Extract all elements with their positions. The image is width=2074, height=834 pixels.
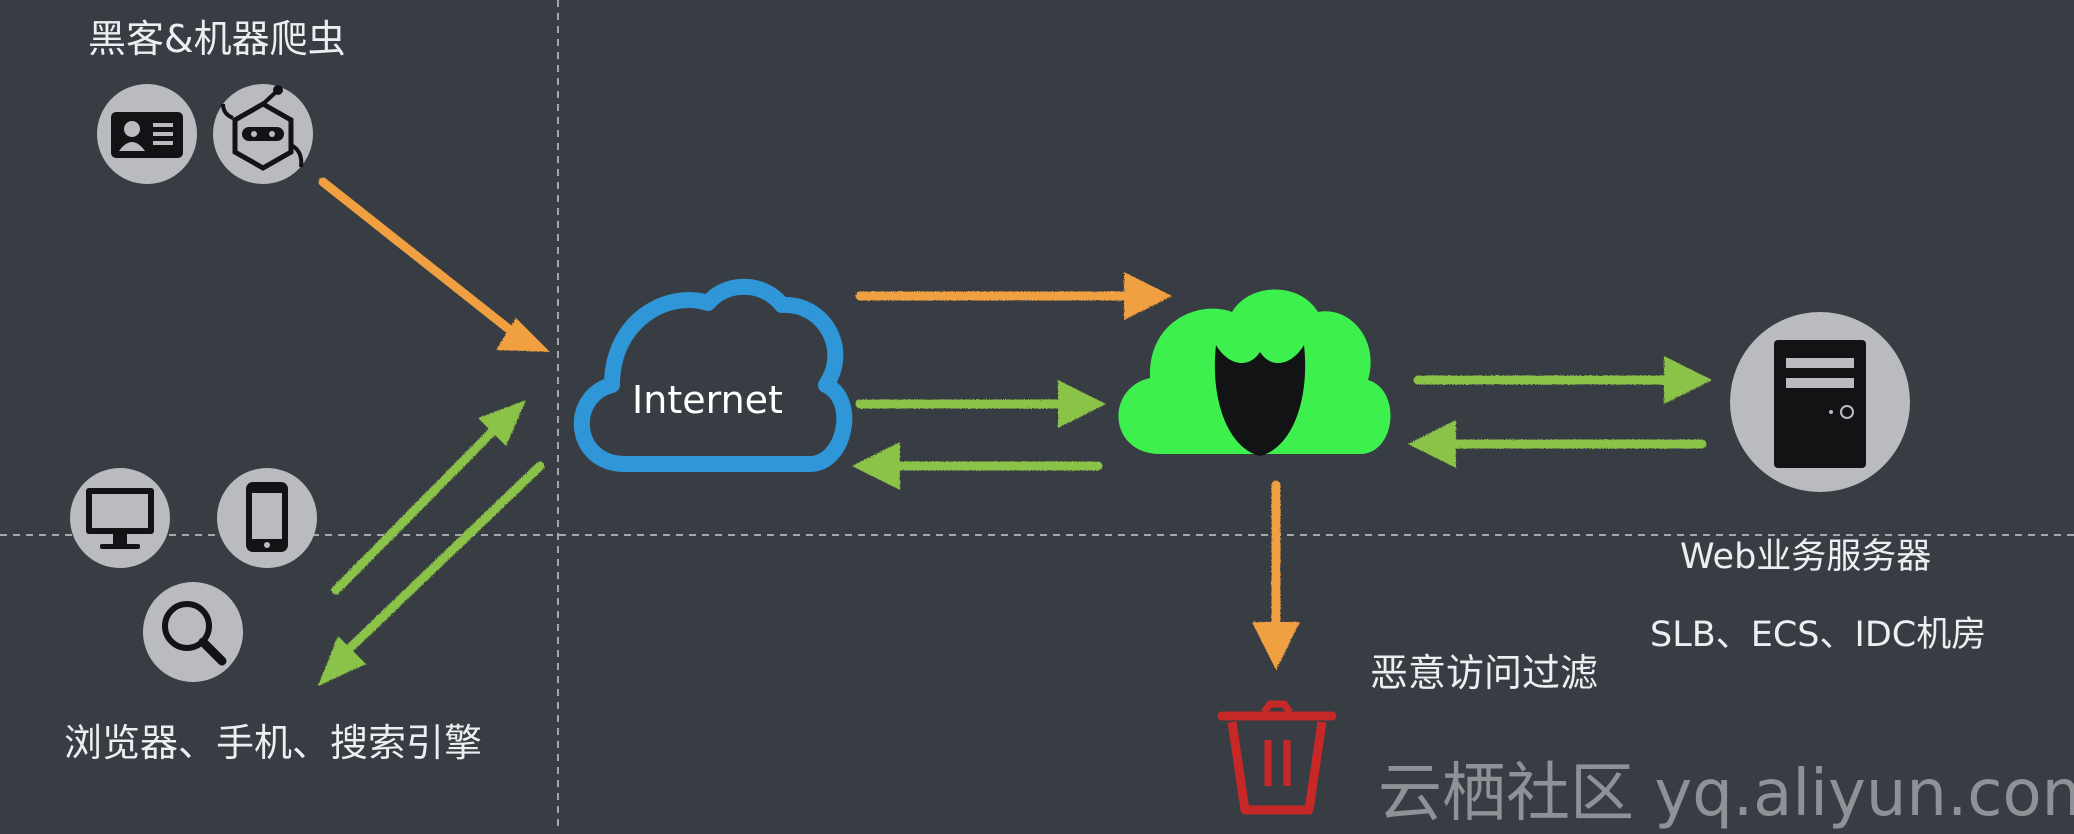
trash-icon bbox=[1217, 700, 1337, 815]
arrow-server-to-firewall bbox=[1408, 420, 1707, 468]
mask-cloud-icon bbox=[1118, 289, 1391, 456]
internet-label: Internet bbox=[632, 378, 783, 422]
arrow-hacker-to-internet bbox=[318, 177, 550, 352]
phone-icon bbox=[217, 468, 317, 568]
search-icon bbox=[143, 582, 243, 682]
malicious-filter-label: 恶意访问过滤 bbox=[1370, 651, 1599, 695]
server-icon bbox=[1730, 312, 1910, 492]
arrow-firewall-to-internet bbox=[852, 442, 1103, 490]
arrow-internet-to-firewall-normal bbox=[855, 380, 1106, 428]
server-types-label: SLB、ECS、IDC机房 bbox=[1650, 615, 1987, 655]
robot-icon bbox=[213, 84, 313, 184]
monitor-icon bbox=[70, 468, 170, 568]
arrow-clients-to-internet bbox=[331, 400, 526, 595]
id-card-icon bbox=[97, 84, 197, 184]
arrow-internet-to-clients bbox=[318, 461, 545, 686]
hackers-label: 黑客&机器爬虫 bbox=[88, 17, 346, 61]
internet-cloud-icon bbox=[573, 278, 853, 472]
web-server-label: Web业务服务器 bbox=[1680, 537, 1932, 577]
arrow-firewall-to-server bbox=[1413, 356, 1712, 404]
arrow-internet-to-firewall bbox=[855, 272, 1172, 320]
watermark: 云栖社区 yq.aliyun.com bbox=[1378, 757, 2074, 831]
clients-label: 浏览器、手机、搜索引擎 bbox=[64, 721, 483, 765]
arrow-firewall-to-trash bbox=[1252, 480, 1300, 670]
